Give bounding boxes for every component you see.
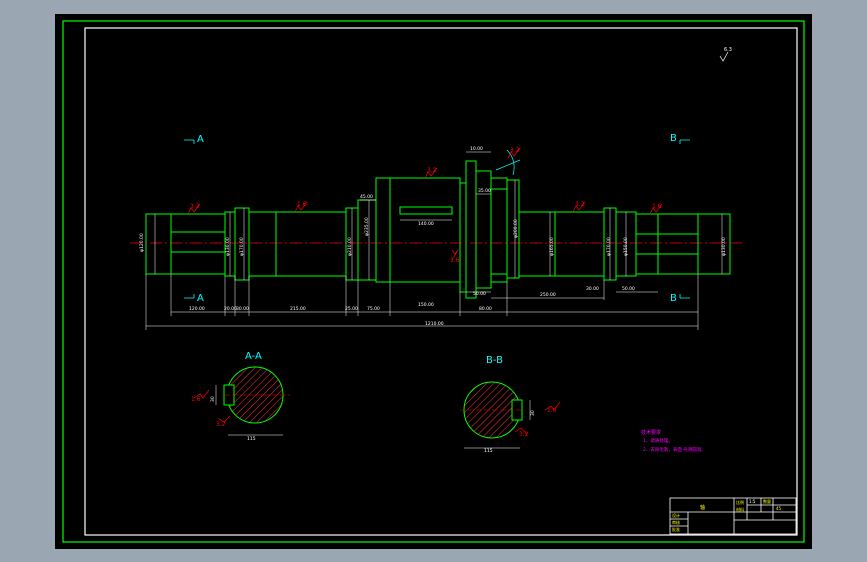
roughness-r7: 3.2 <box>510 147 520 154</box>
outer-border <box>62 20 805 543</box>
aa-key-dim: 30 <box>210 396 216 402</box>
inner-border <box>84 27 798 536</box>
section-aa: A-A 115 30 1.6 3.2 <box>191 351 290 442</box>
bb-roughness-2: 3.2 <box>519 431 529 438</box>
bb-roughness-1: 1.6 <box>547 407 557 414</box>
title-block <box>669 497 797 535</box>
section-mark-b-bottom: B <box>670 293 677 304</box>
dim-30: 30.00 <box>236 306 249 312</box>
bottom-dimensions <box>145 274 699 330</box>
technical-requirements: 技术要求 1、调质处理。 2、去除毛刺，表面 光滑圆润。 <box>641 429 706 453</box>
tb-reviewer-label: 审核 <box>672 519 680 525</box>
dim-150: 150.00 <box>418 302 434 308</box>
section-mark-a-top: A <box>197 134 204 145</box>
roughness-r6: 1.6 <box>652 203 662 210</box>
dia-130: φ130.00 <box>225 237 231 256</box>
section-bb-title: B-B <box>486 355 503 366</box>
corner-roughness-symbol: 6.3 <box>719 47 732 62</box>
title-block-text: 轴 比例 1:5 数量 材料 45 设计 审核 批准 <box>672 498 782 532</box>
dim-20: 20.00 <box>224 306 237 312</box>
dia-170-right: φ170.00 <box>606 237 612 256</box>
roughness-r1: 3.2 <box>190 203 200 210</box>
top-dimensions: 10.00 45.00 35.00 140.00 <box>360 146 491 227</box>
tb-material-value: 45 <box>776 506 782 511</box>
tb-designer-label: 设计 <box>672 512 680 518</box>
dim-80: 80.00 <box>479 306 492 312</box>
tb-approver-label: 批准 <box>672 526 680 532</box>
dim-total: 1210.00 <box>425 321 444 327</box>
gear-arc-marks <box>495 149 521 176</box>
section-aa-title: A-A <box>245 351 262 362</box>
dia-235: φ235.00 <box>364 217 370 236</box>
aa-roughness-2: 3.2 <box>216 421 226 428</box>
diameter-dimensions: φ120.00 φ130.00 φ170.00 φ210.00 φ235.00 … <box>139 180 727 280</box>
aa-roughness-1: 1.6 <box>191 396 201 403</box>
tb-scale-label: 比例 <box>736 499 744 505</box>
section-marks: A A B B <box>184 133 690 304</box>
dim-50: 50.00 <box>473 291 486 297</box>
bb-width-dim: 115 <box>484 448 493 454</box>
roughness-r3: 3.2 <box>427 167 437 174</box>
dia-200: φ200.00 <box>513 219 519 238</box>
roughness-r5: 3.2 <box>575 201 585 208</box>
dim-45: 45.00 <box>360 194 373 200</box>
bb-key-dim: 30 <box>530 410 536 416</box>
notes-line-2: 2、去除毛刺，表面 光滑圆润。 <box>643 446 706 453</box>
dim-75: 75.00 <box>367 306 380 312</box>
notes-title: 技术要求 <box>641 429 661 436</box>
section-mark-b-top: B <box>670 133 677 144</box>
dim-215: 215.00 <box>290 306 306 312</box>
aa-width-dim: 115 <box>247 436 256 442</box>
section-bb: B-B 115 30 1.6 3.2 <box>460 355 561 454</box>
part-name: 轴 <box>700 504 705 511</box>
dia-120: φ120.00 <box>139 233 145 252</box>
dia-130-right: φ130.00 <box>721 237 727 256</box>
dia-150: φ150.00 <box>623 237 629 256</box>
roughness-symbols: 3.2 1.6 3.2 1.6 3.2 1.6 3.2 <box>187 147 663 264</box>
tb-scale-value: 1:5 <box>749 499 756 504</box>
corner-roughness-value: 6.3 <box>724 47 732 53</box>
bottom-dimension-labels: 120.00 20.00 30.00 215.00 25.00 75.00 15… <box>189 286 635 327</box>
dim-35: 35.00 <box>478 188 491 194</box>
notes-line-1: 1、调质处理。 <box>643 437 673 444</box>
tb-material-label: 材料 <box>736 506 744 512</box>
dim-50-right: 50.00 <box>622 286 635 292</box>
dia-170: φ170.00 <box>239 237 245 256</box>
dim-30-right: 30.00 <box>586 286 599 292</box>
section-mark-a-bottom: A <box>197 293 204 304</box>
dia-210: φ210.00 <box>347 237 353 256</box>
dim-140: 140.00 <box>418 221 434 227</box>
roughness-r4: 1.6 <box>450 257 460 264</box>
dim-120: 120.00 <box>189 306 205 312</box>
dim-10: 10.00 <box>470 146 483 152</box>
dim-25: 25.00 <box>345 306 358 312</box>
tb-qty-label: 数量 <box>763 498 771 504</box>
roughness-r2: 1.6 <box>297 201 307 208</box>
dia-165: φ165.00 <box>549 237 555 256</box>
dim-250: 250.00 <box>540 292 556 298</box>
